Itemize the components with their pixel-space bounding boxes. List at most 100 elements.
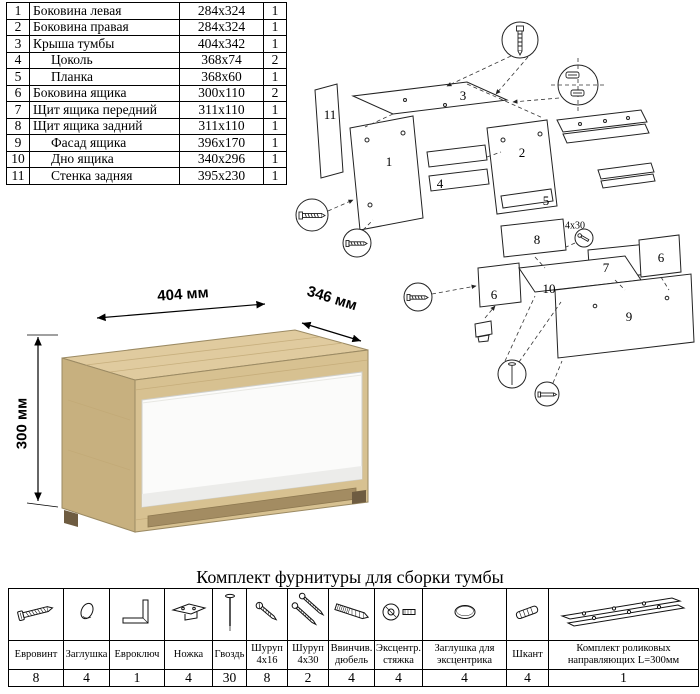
hardware-item-name: Комплект роликовых направляющих L=300мм xyxy=(548,640,699,670)
drawer-side-panel-shape xyxy=(477,262,522,308)
part-qty-cell: 1 xyxy=(263,35,287,53)
exploded-diagram xyxy=(295,21,695,407)
foot-shape xyxy=(352,490,366,504)
part-name-cell: Дно ящика xyxy=(29,150,180,168)
screw-callout xyxy=(295,198,354,232)
part-name-cell: Боковина правая xyxy=(29,18,180,36)
screw-4x30-icon xyxy=(287,588,329,641)
part-size-cell: 396x170 xyxy=(179,134,264,152)
drawer-slide-rail-shape xyxy=(556,109,650,144)
part-size-cell: 404x342 xyxy=(179,35,264,53)
dowel-screw-icon xyxy=(328,588,375,641)
hardware-item-qty: 4 xyxy=(63,669,110,687)
foot-shape xyxy=(64,510,78,527)
part-name-cell: Стенка задняя xyxy=(29,167,180,185)
hardware-item-qty: 1 xyxy=(109,669,165,687)
part-name-cell: Боковина ящика xyxy=(29,84,180,102)
confirmat-screw-callout xyxy=(446,21,539,95)
drawer-front-shape xyxy=(141,371,363,508)
plinth-bars-shape xyxy=(426,144,554,209)
foot-shape xyxy=(474,305,496,343)
part-size-cell: 311x110 xyxy=(179,101,264,119)
hardware-item-qty: 4 xyxy=(328,669,375,687)
part-number-cell: 10 xyxy=(6,150,30,168)
hardware-item-name: Евроключ xyxy=(109,640,165,670)
screw-callout xyxy=(534,360,563,407)
hardware-item-qty: 8 xyxy=(246,669,288,687)
hardware-item-name: Гвоздь xyxy=(212,640,247,670)
hardware-item-name: Шуруп 4x16 xyxy=(246,640,288,670)
hardware-item-qty: 2 xyxy=(287,669,329,687)
part-size-cell: 284x324 xyxy=(179,2,264,20)
hardware-item-name: Заглушка xyxy=(63,640,110,670)
part-number-cell: 9 xyxy=(6,134,30,152)
hardware-icons-row xyxy=(8,588,699,641)
hardware-item-name: Евровинт xyxy=(8,640,64,670)
part-name-cell: Щит ящика задний xyxy=(29,117,180,135)
part-qty-cell: 1 xyxy=(263,68,287,86)
screw-4x16-icon xyxy=(246,588,288,641)
hardware-item-qty: 4 xyxy=(164,669,213,687)
dimension-arrows xyxy=(26,300,362,508)
part-number-cell: 6 xyxy=(6,84,30,102)
part-qty-cell: 2 xyxy=(263,84,287,102)
part-qty-cell: 1 xyxy=(263,167,287,185)
hardware-item-qty: 30 xyxy=(212,669,247,687)
drawer-slide-rail-shape xyxy=(597,162,656,189)
hardware-item-name: Заглушка для эксцентрика xyxy=(422,640,507,670)
screw-callout xyxy=(403,282,477,312)
part-number-cell: 11 xyxy=(6,167,30,185)
hardware-item-name: Эксцентр. стяжка xyxy=(374,640,423,670)
product-3d-view xyxy=(26,300,369,533)
cam-lock-icon xyxy=(374,588,423,641)
hardware-item-qty: 4 xyxy=(422,669,507,687)
part-qty-cell: 1 xyxy=(263,117,287,135)
nail-icon xyxy=(212,588,247,641)
part-qty-cell: 1 xyxy=(263,18,287,36)
hardware-item-qty: 1 xyxy=(548,669,699,687)
hardware-item-name: Шкант xyxy=(506,640,549,670)
height-dimension-label: 300 мм xyxy=(13,397,31,450)
part-number-cell: 8 xyxy=(6,117,30,135)
wood-dowel-icon xyxy=(506,588,549,641)
hex-key-icon xyxy=(109,588,165,641)
part-name-cell: Крыша тумбы xyxy=(29,35,180,53)
part-qty-cell: 1 xyxy=(263,101,287,119)
cam-cap-icon xyxy=(422,588,507,641)
hardware-item-name: Ввинчив. дюбель xyxy=(328,640,375,670)
hardware-item-qty: 4 xyxy=(374,669,423,687)
cam-lock-callout xyxy=(512,58,605,112)
part-name-cell: Цоколь xyxy=(29,51,180,69)
euro-screw-icon xyxy=(8,588,64,641)
back-panel-shape xyxy=(314,83,344,179)
part-size-cell: 368x74 xyxy=(179,51,264,69)
part-number-cell: 5 xyxy=(6,68,30,86)
hardware-item-qty: 8 xyxy=(8,669,64,687)
part-size-cell: 300x110 xyxy=(179,84,264,102)
top-panel-shape xyxy=(351,81,509,115)
drawer-back-panel-shape xyxy=(500,218,567,258)
hardware-item-qty: 4 xyxy=(506,669,549,687)
left-side-panel-shape xyxy=(349,115,424,231)
drawer-side-panel-shape xyxy=(638,234,682,278)
part-number-cell: 4 xyxy=(6,51,30,69)
part-qty-cell: 1 xyxy=(263,2,287,20)
drawer-fascia-shape xyxy=(554,273,695,359)
part-name-cell: Фасад ящика xyxy=(29,134,180,152)
part-number-cell: 7 xyxy=(6,101,30,119)
foot-icon xyxy=(164,588,213,641)
